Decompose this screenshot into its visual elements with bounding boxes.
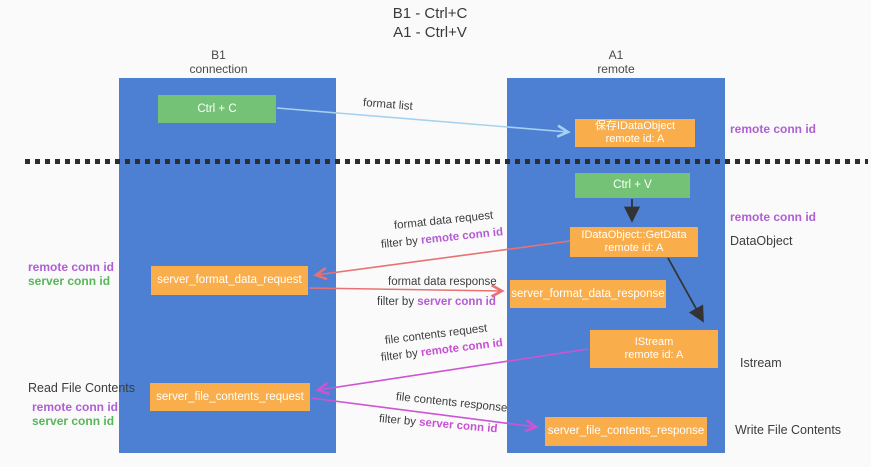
server-file-contents-response-label: server_file_contents_response <box>547 425 705 437</box>
lane-header-b1: B1 connection <box>110 48 327 76</box>
getdata-line1: IDataObject::GetData <box>581 229 687 241</box>
lane-b1-name: B1 <box>211 48 226 62</box>
server-format-data-response-label: server_format_data_response <box>511 287 665 300</box>
title-line-1: B1 - Ctrl+C <box>392 5 468 22</box>
istream-line1: IStream <box>634 336 674 348</box>
lane-b1-subtitle: connection <box>189 62 248 76</box>
lane-header-a1: A1 remote <box>507 48 725 76</box>
read-file-contents-annotation: Read File Contents <box>28 381 136 395</box>
filter-by-prefix: filter by <box>377 296 418 308</box>
remote-conn-id-annotation-top-right: remote conn id <box>730 122 817 136</box>
save-idataobject-line2: remote id: A <box>605 133 665 145</box>
format-data-response-filter-label: filter by server conn id <box>377 296 496 308</box>
ctrl-v-box: Ctrl + V <box>575 173 690 198</box>
copy-paste-divider-dashed-line <box>25 159 868 164</box>
arrow-format-list <box>276 107 571 138</box>
server-file-contents-request-box: server_file_contents_request <box>150 383 310 411</box>
dataobject-annotation: DataObject <box>730 234 793 248</box>
save-idataobject-box: 保存IDataObject remote id: A <box>575 119 695 147</box>
server-format-data-request-box: server_format_data_request <box>151 266 308 295</box>
diagram-title: B1 - Ctrl+C A1 - Ctrl+V <box>335 5 525 42</box>
remote-conn-id-annotation-mid-right: remote conn id <box>730 210 817 224</box>
arrow-getdata-to-istream <box>667 257 704 323</box>
lane-a1-subtitle: remote <box>597 62 635 76</box>
arrow-file-contents-response <box>310 397 539 433</box>
arrow-format-data-response <box>308 284 505 298</box>
istream-box: IStream remote id: A <box>590 330 718 368</box>
ctrl-c-box: Ctrl + C <box>158 95 276 123</box>
lane-a1-name: A1 <box>608 48 624 62</box>
server-conn-id-annotation-left-bottom: server conn id <box>32 414 115 428</box>
remote-conn-id-annotation-left-mid: remote conn id <box>28 260 115 274</box>
write-file-contents-annotation: Write File Contents <box>735 423 842 437</box>
format-data-response-label: format data response <box>388 276 497 288</box>
server-file-contents-request-label: server_file_contents_request <box>156 390 304 403</box>
arrow-format-data-request <box>313 240 571 281</box>
idataobject-getdata-box: IDataObject::GetData remote id: A <box>570 227 698 257</box>
save-idataobject-line1: 保存IDataObject <box>594 120 676 132</box>
ctrl-v-label: Ctrl + V <box>613 179 652 191</box>
title-line-2: A1 - Ctrl+V <box>393 23 467 41</box>
getdata-line2: remote id: A <box>604 242 664 254</box>
istream-annotation: Istream <box>740 356 782 370</box>
server-conn-id-annotation-left-mid: server conn id <box>28 274 111 288</box>
server-format-data-request-label: server_format_data_request <box>157 274 302 286</box>
server-file-contents-response-box: server_file_contents_response <box>545 417 707 446</box>
arrow-file-contents-request <box>315 348 589 396</box>
ctrl-c-label: Ctrl + C <box>197 102 237 115</box>
server-conn-id-key: server conn id <box>417 296 496 308</box>
istream-line2: remote id: A <box>624 349 684 361</box>
remote-conn-id-annotation-left-bottom: remote conn id <box>32 400 119 414</box>
server-format-data-response-box: server_format_data_response <box>510 280 666 308</box>
